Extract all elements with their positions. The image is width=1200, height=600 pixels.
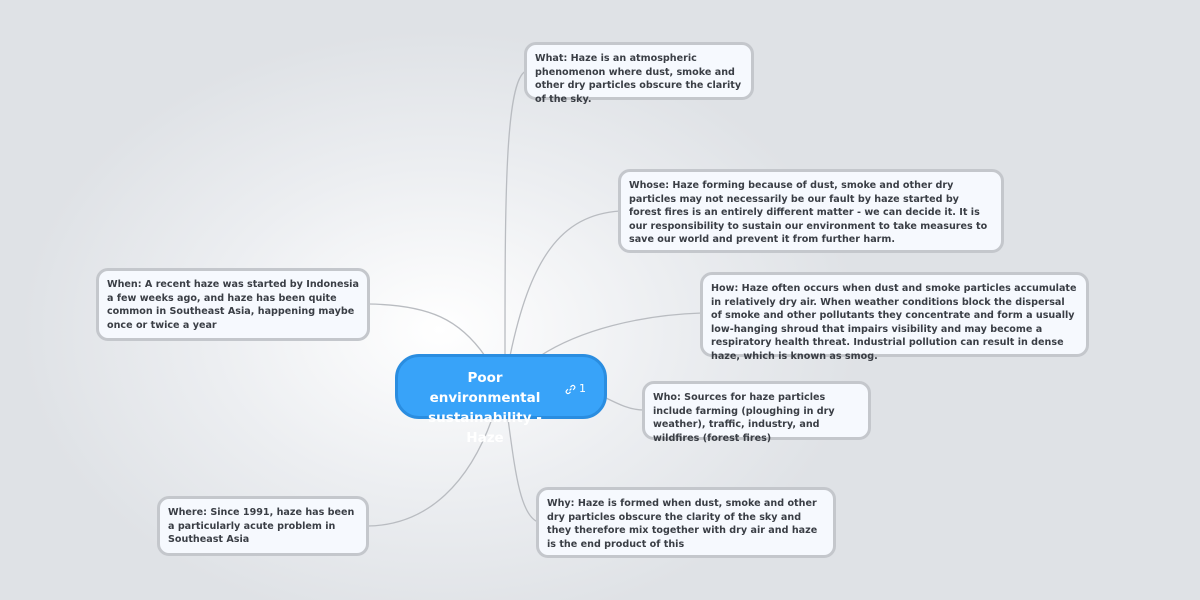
topic-whose[interactable]: Whose: Haze forming because of dust, smo…	[618, 169, 1004, 253]
topic-when[interactable]: When: A recent haze was started by Indon…	[96, 268, 370, 341]
link-icon	[565, 384, 576, 394]
topic-who[interactable]: Who: Sources for haze particles include …	[642, 381, 871, 444]
topic-how-text: How: Haze often occurs when dust and smo…	[711, 283, 1077, 362]
link-count: 1	[579, 382, 586, 395]
connector-why	[507, 418, 539, 523]
link-badge[interactable]: 1	[565, 379, 586, 399]
central-topic[interactable]: Poor environmental sustainability - Haze…	[395, 354, 607, 446]
topic-how[interactable]: How: Haze often occurs when dust and smo…	[700, 272, 1089, 362]
topic-where[interactable]: Where: Since 1991, haze has been a parti…	[157, 496, 369, 556]
topic-when-text: When: A recent haze was started by Indon…	[107, 279, 359, 331]
central-topic-title: Poor environmental sustainability - Haze	[428, 370, 542, 446]
connector-where	[367, 418, 493, 527]
topic-what-text: What: Haze is an atmospheric phenomenon …	[535, 53, 742, 105]
connector-what	[504, 70, 527, 357]
connector-when	[368, 303, 486, 357]
topic-why-text: Why: Haze is formed when dust, smoke and…	[547, 498, 818, 550]
topic-who-text: Who: Sources for haze particles include …	[653, 392, 835, 444]
connector-how	[539, 312, 703, 357]
topic-what[interactable]: What: Haze is an atmospheric phenomenon …	[524, 42, 754, 105]
connector-whose	[509, 210, 621, 357]
topic-where-text: Where: Since 1991, haze has been a parti…	[168, 507, 355, 545]
topic-whose-text: Whose: Haze forming because of dust, smo…	[629, 180, 988, 245]
topic-why[interactable]: Why: Haze is formed when dust, smoke and…	[536, 487, 836, 558]
